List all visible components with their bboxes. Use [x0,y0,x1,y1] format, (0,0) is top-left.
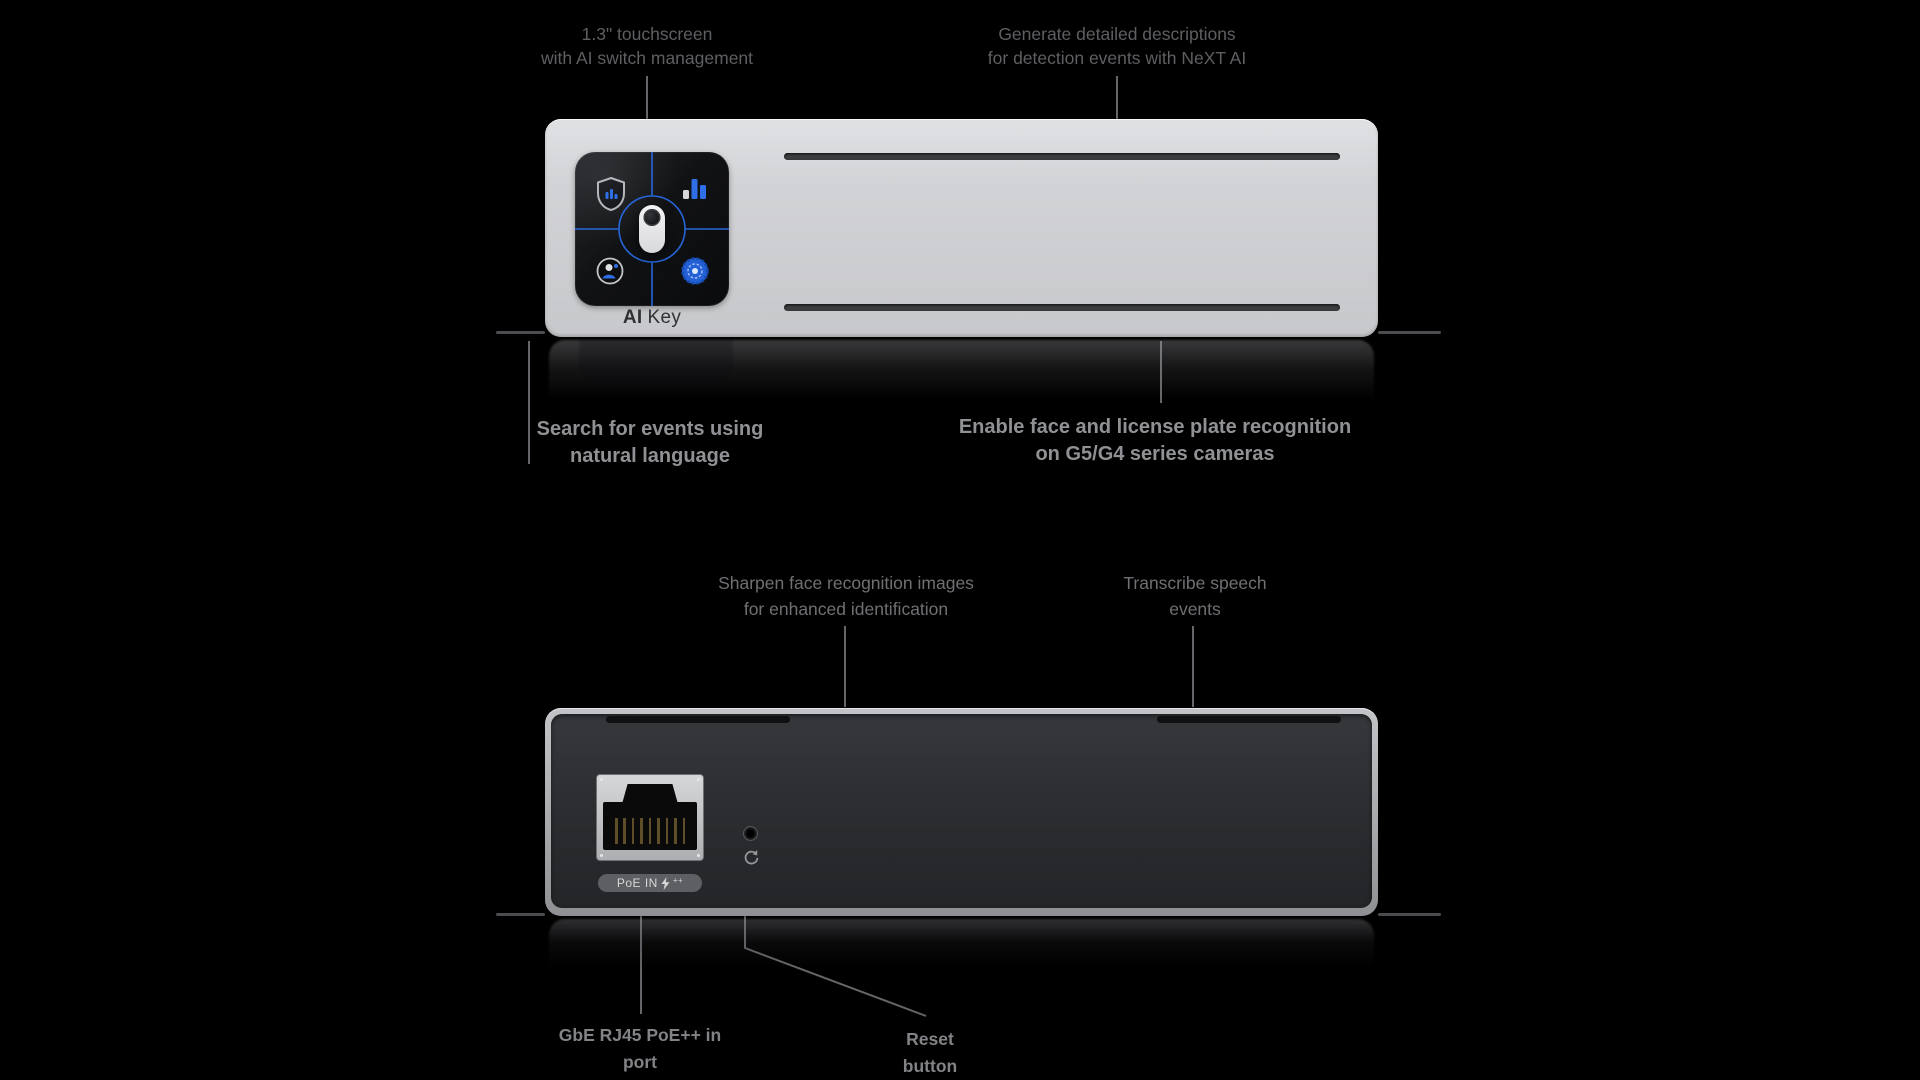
callout-reset: Reset button [903,1026,957,1080]
callout-transcribe-line2: events [1169,599,1221,619]
callout-recognition: Enable face and license plate recognitio… [959,414,1351,468]
touchscreen [575,152,729,306]
callout-descriptions-line1: Generate detailed descriptions [998,24,1236,44]
callout-descriptions: Generate detailed descriptions for detec… [988,22,1246,70]
poe-in-text: PoE IN [616,876,658,890]
callout-touchscreen-line2: with AI switch management [540,48,754,68]
front-reflection [549,340,1374,410]
device-name-bold: AI [622,307,643,328]
rear-vent-left [606,716,790,723]
callout-touchscreen: 1.3" touchscreen with AI switch manageme… [541,22,753,70]
callout-poe-port: GbE RJ45 PoE++ in port [559,1022,721,1076]
bar-chart-icon [683,179,706,199]
callout-transcribe: Transcribe speech events [1123,570,1266,622]
rj45-pins [615,818,685,844]
rj45-screw [697,778,700,781]
front-vent-bottom [784,304,1340,311]
callout-search: Search for events using natural language [537,416,764,470]
poe-plus-plus: ++ [672,876,684,885]
callout-search-line1: Search for events using [536,418,764,440]
callout-reset-line1: Reset [906,1029,954,1049]
callout-search-line2: natural language [569,445,731,467]
reset-button [743,826,758,841]
person-detection-icon [596,257,624,285]
callout-reset-line2: button [902,1056,958,1076]
camera-icon [639,205,665,253]
callout-touchscreen-line1: 1.3" touchscreen [581,24,713,44]
surface-line-rear-right [1378,913,1441,916]
camera-lens [643,209,661,226]
device-name-rest: Key [647,307,682,328]
ai-key-rear-view: PoE IN ++ [545,708,1378,916]
callout-sharpen-line1: Sharpen face recognition images [718,573,974,593]
callout-poe-line2: port [622,1052,658,1072]
surface-line-front-left [496,331,545,334]
rj45-port [596,774,704,861]
callout-recognition-line2: on G5/G4 series cameras [1035,443,1275,465]
rj45-opening [603,802,697,850]
rear-panel: PoE IN ++ [551,714,1372,908]
reset-refresh-icon [744,850,759,865]
callout-poe-line1: GbE RJ45 PoE++ in [558,1025,722,1045]
callout-recognition-line1: Enable face and license plate recognitio… [958,416,1352,438]
rear-vent-right [1157,716,1341,723]
rj45-screw [697,854,700,857]
front-reflection-screen [579,340,733,382]
rear-reflection [549,919,1374,977]
screen-grid-lines [575,152,729,306]
rj45-clip-notch [622,784,678,804]
rj45-screw [600,854,603,857]
ai-detection-icon [681,257,709,285]
poe-in-label: PoE IN ++ [598,874,702,892]
callout-sharpen: Sharpen face recognition images for enha… [718,570,974,622]
surface-line-front-right [1378,331,1441,334]
rj45-screw [600,778,603,781]
callout-transcribe-line1: Transcribe speech [1123,573,1267,593]
lightning-bolt-icon [661,876,670,890]
callout-descriptions-line2: for detection events with NeXT AI [987,48,1247,68]
surface-line-rear-left [496,913,545,916]
front-vent-top [784,153,1340,160]
shield-analytics-icon [597,177,625,211]
callout-sharpen-line2: for enhanced identification [743,599,949,619]
